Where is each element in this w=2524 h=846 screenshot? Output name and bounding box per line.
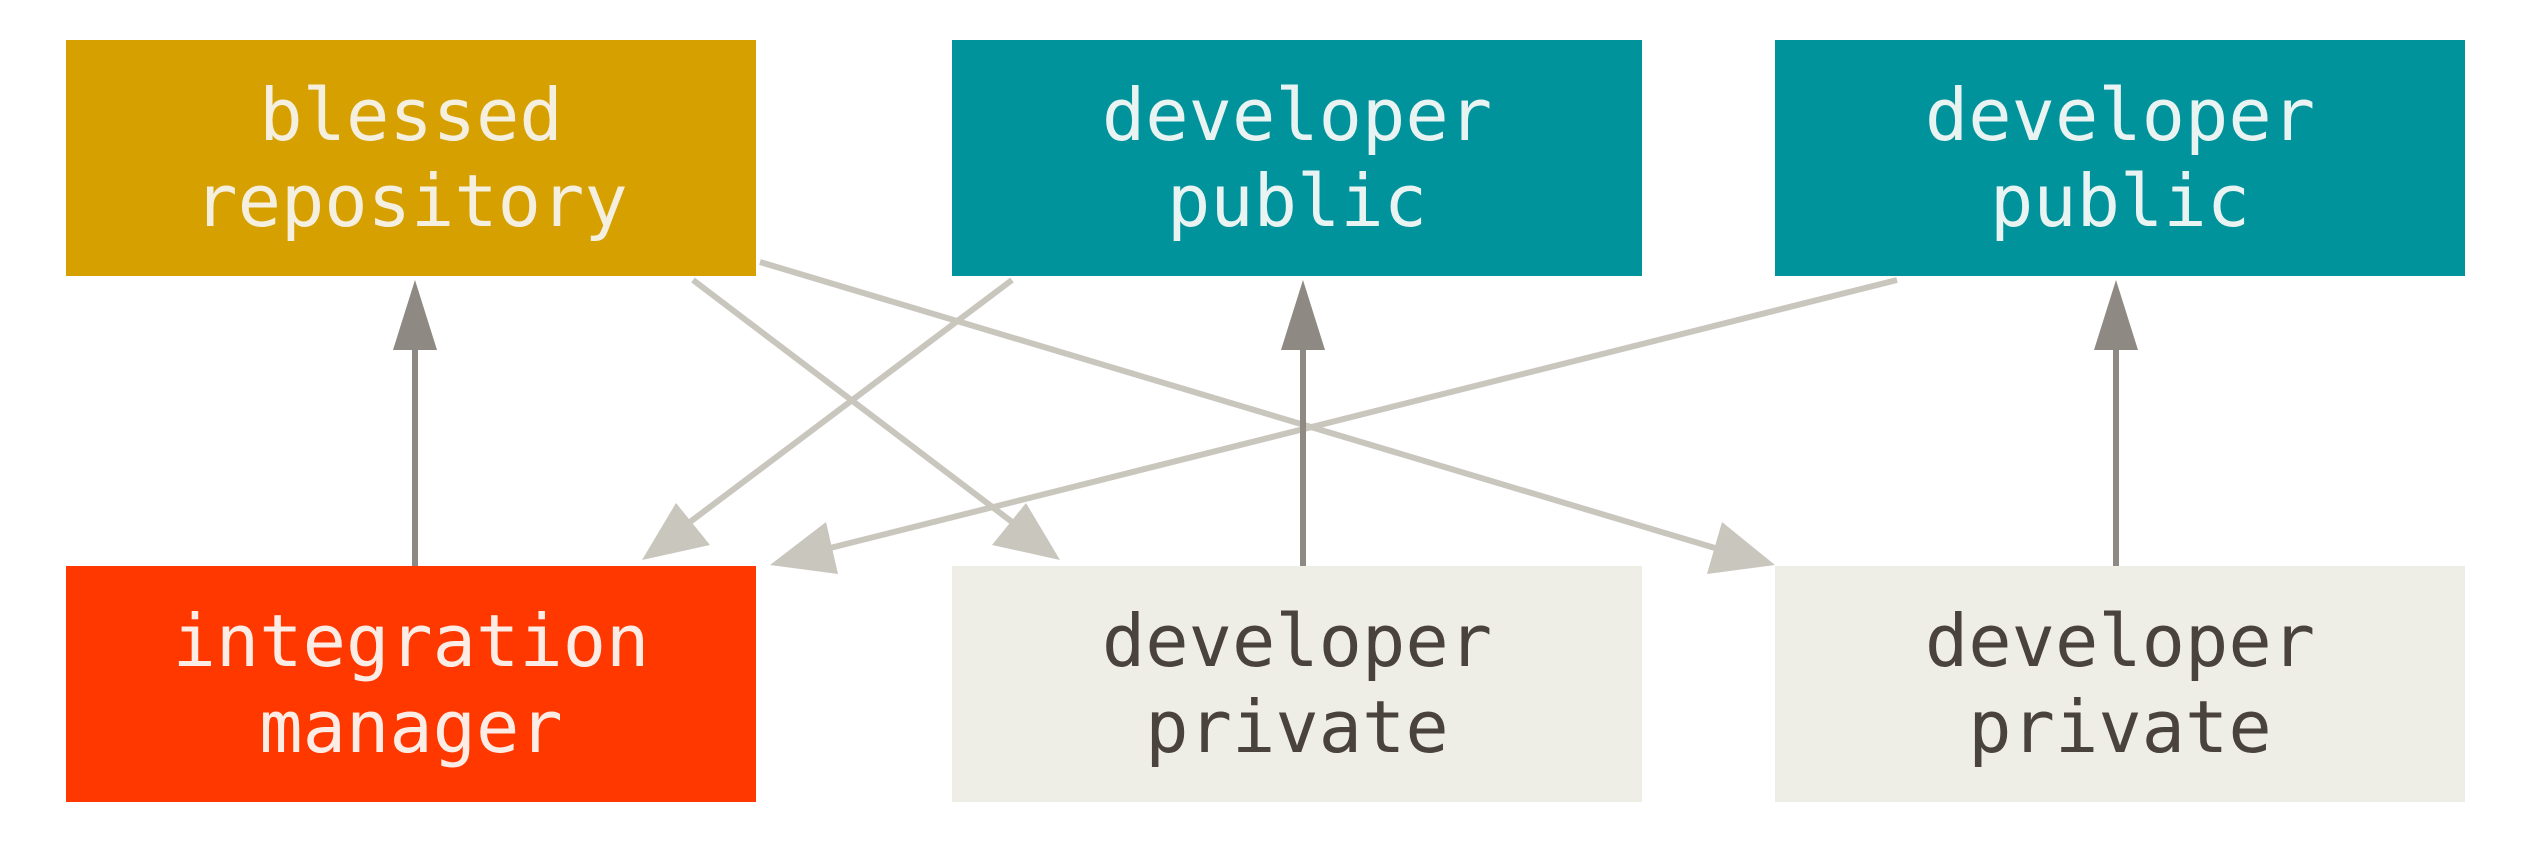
integration-manager-rect	[66, 566, 756, 802]
developer-public-1-box: developer public	[952, 40, 1642, 276]
push-arrows	[393, 280, 2138, 566]
developer-private-1-line1: developer	[1102, 599, 1492, 683]
arrow-blessed-to-dev-private-2	[759, 259, 1716, 551]
developer-public-2-line1: developer	[1925, 73, 2315, 157]
arrowhead-blessed-to-dev-private-1	[992, 503, 1060, 560]
blessed-repository-rect	[66, 40, 756, 276]
arrow-dev-public-1-to-integration	[680, 277, 1014, 531]
arrowhead-dev-public-1-to-integration	[642, 503, 710, 560]
blessed-repository-line2: repository	[194, 159, 627, 243]
developer-private-2-rect	[1775, 566, 2465, 802]
arrowhead-dev-private-2-to-public-2	[2094, 280, 2138, 350]
developer-public-2-rect	[1775, 40, 2465, 276]
integration-manager-line2: manager	[259, 685, 562, 769]
integration-manager-box: integration manager	[66, 566, 756, 802]
developer-public-2-line2: public	[1990, 159, 2250, 243]
developer-private-2-line2: private	[1968, 685, 2271, 769]
developer-public-2-box: developer public	[1775, 40, 2465, 276]
developer-public-1-rect	[952, 40, 1642, 276]
arrowhead-blessed-to-dev-private-2	[1707, 522, 1775, 574]
arrowhead-dev-private-1-to-public-1	[1281, 280, 1325, 350]
blessed-repository-line1: blessed	[259, 73, 562, 157]
developer-private-1-rect	[952, 566, 1642, 802]
arrowhead-dev-public-2-to-integration	[770, 522, 838, 574]
arrowhead-integration-to-blessed	[393, 280, 437, 350]
developer-public-1-line1: developer	[1102, 73, 1492, 157]
developer-private-2-line1: developer	[1925, 599, 2315, 683]
arrow-blessed-to-dev-private-1	[691, 277, 1022, 531]
pull-arrows	[642, 259, 1898, 574]
developer-private-2-box: developer private	[1775, 566, 2465, 802]
integration-manager-line1: integration	[173, 599, 650, 683]
developer-private-1-box: developer private	[952, 566, 1642, 802]
arrow-dev-public-2-to-integration	[829, 277, 1898, 551]
developer-private-1-line2: private	[1145, 685, 1448, 769]
blessed-repository-box: blessed repository	[66, 40, 756, 276]
developer-public-1-line2: public	[1167, 159, 1427, 243]
